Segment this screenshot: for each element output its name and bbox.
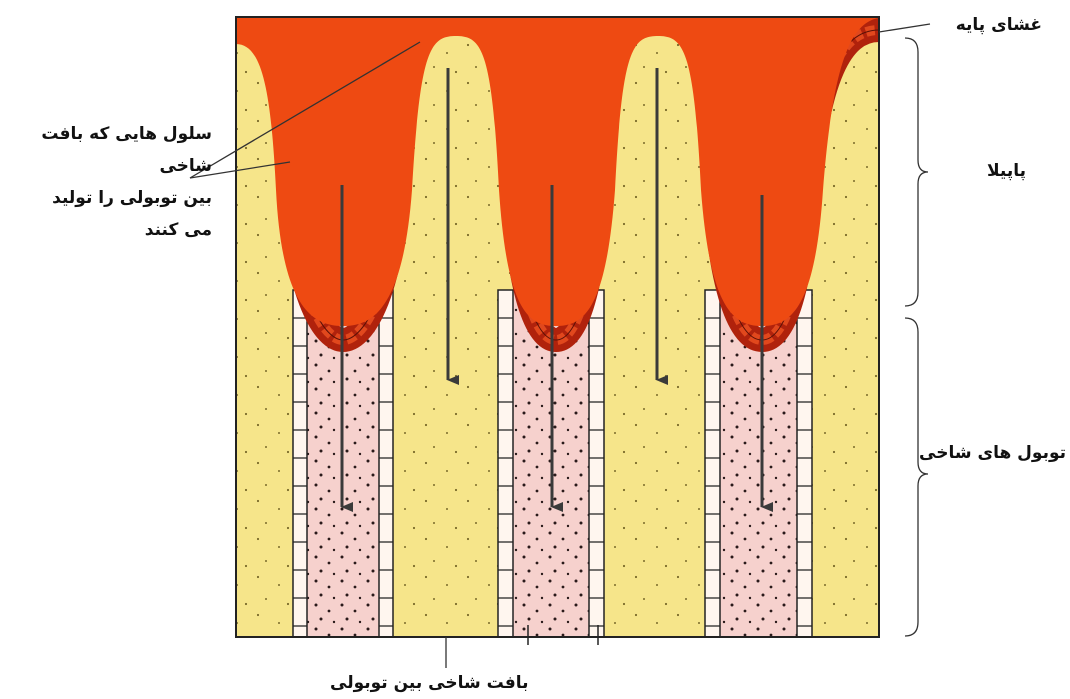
label-papilla: پاپیلا xyxy=(987,160,1026,182)
leader-line-membrane xyxy=(879,24,930,32)
brace-papilla xyxy=(905,38,928,306)
label-horn-cells-line1: سلول هایی که بافت xyxy=(41,118,212,150)
label-basement-membrane: غشای پایه xyxy=(956,14,1042,36)
label-horn-producing-cells: سلول هایی که بافت شاخی بین توبولی را تول… xyxy=(41,118,212,246)
label-horn-cells-line2: شاخی xyxy=(41,150,212,182)
brace-tubules xyxy=(905,318,928,636)
label-horn-tubules: توبول های شاخی xyxy=(919,442,1066,464)
label-horn-cells-line4: می کنند xyxy=(41,214,212,246)
label-horn-cells-line3: بین توبولی را تولید xyxy=(41,182,212,214)
label-intertubular-horn: بافت شاخی بین توبولی xyxy=(330,672,529,694)
